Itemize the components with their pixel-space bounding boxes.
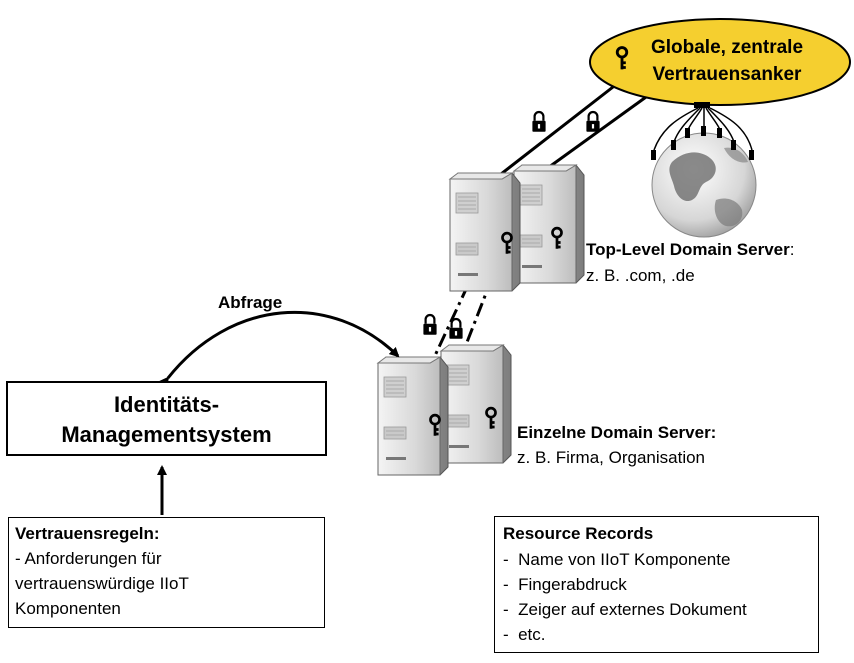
tld-server-group	[449, 164, 585, 292]
trust-anchor-ellipse	[589, 18, 851, 106]
tld-title: Top-Level Domain Server	[586, 240, 790, 259]
tld-link-line-2	[537, 90, 654, 177]
trust-rules-title: Vertrauensregeln:	[15, 524, 160, 543]
globe-icon	[651, 132, 757, 238]
resource-record-item: - Name von IIoT Komponente	[503, 550, 731, 569]
server-icon	[440, 344, 512, 464]
resource-records-title: Resource Records	[503, 524, 654, 543]
anchor-connector-icon	[651, 102, 754, 160]
domain-server-group	[377, 344, 512, 476]
trust-anchor-node: Globale, zentrale Vertrauensanker	[589, 18, 851, 106]
domain-server-subtitle: z. B. Firma, Organisation	[517, 448, 706, 467]
lock-icon	[422, 313, 438, 336]
ims-line2: Managementsystem	[61, 422, 272, 447]
resource-record-item: - Zeiger auf externes Dokument	[503, 600, 747, 619]
trust-rules-line: Komponenten	[15, 599, 121, 618]
query-arrow	[159, 310, 400, 388]
tld-subtitle: z. B. .com, .de	[586, 266, 695, 285]
lock-icon	[585, 110, 601, 133]
tld-label: Top-Level Domain Server:	[586, 240, 794, 260]
resource-records-box: Resource Records - Name von IIoT Kompone…	[494, 516, 819, 653]
trust-rules-box: Vertrauensregeln: - Anforderungen für ve…	[8, 517, 325, 628]
server-icon	[449, 172, 521, 292]
lock-icon	[531, 110, 547, 133]
resource-record-item: - etc.	[503, 625, 546, 644]
domain-server-title: Einzelne Domain Server:	[517, 423, 717, 442]
resource-record-item: - Fingerabdruck	[503, 575, 627, 594]
trust-rules-line: vertrauenswürdige IIoT	[15, 574, 189, 593]
query-label: Abfrage	[218, 293, 283, 312]
lock-icon	[448, 317, 464, 340]
tld-title-suffix: :	[789, 240, 795, 259]
ims-line1: Identitäts-	[113, 392, 220, 417]
ims-box: Identitäts- Managementsystem	[6, 381, 327, 456]
trust-rules-line: - Anforderungen für	[15, 549, 162, 568]
anchor-line2: Vertrauensanker	[653, 64, 803, 85]
server-icon	[513, 164, 585, 284]
anchor-line1: Globale, zentrale	[651, 37, 803, 58]
